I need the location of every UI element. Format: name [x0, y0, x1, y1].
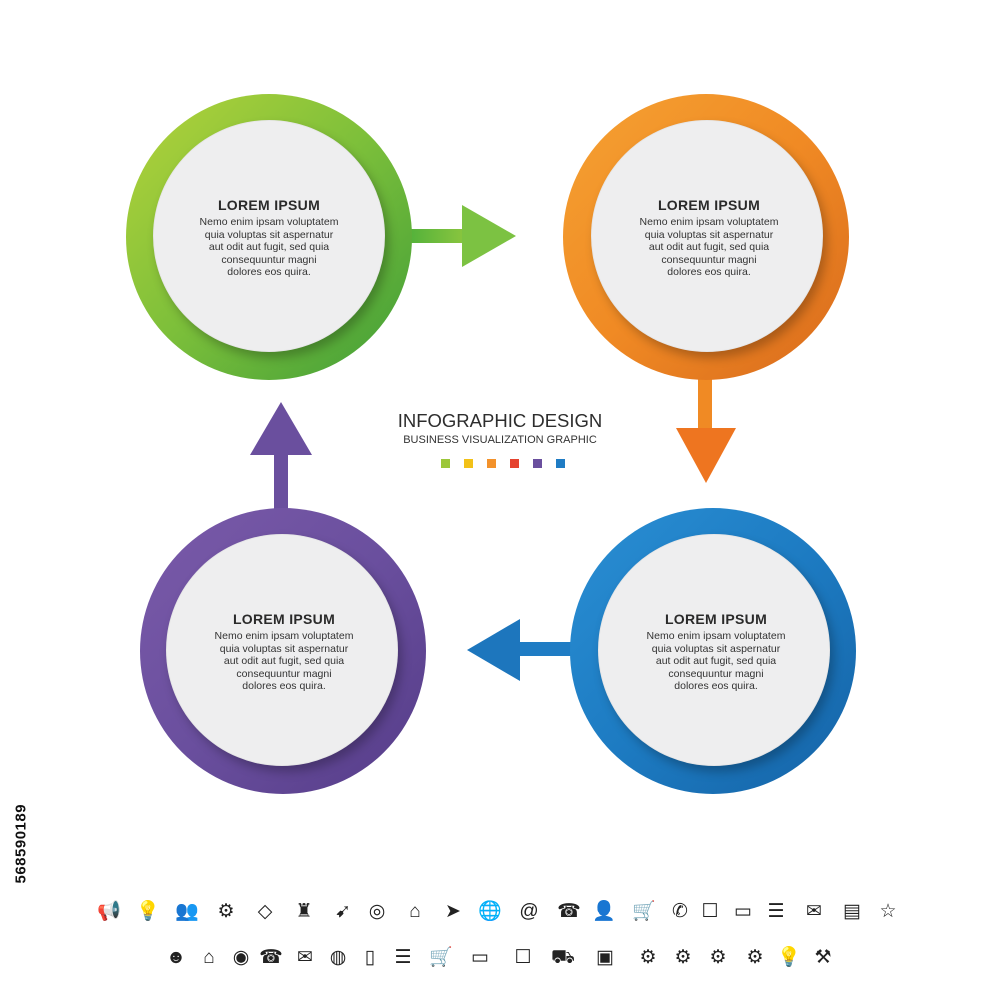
rocket-icon: ➹ [335, 900, 351, 922]
support-24-icon: ✆ [672, 900, 688, 922]
step-description: Nemo enim ipsam voluptatem quia voluptas… [639, 216, 779, 278]
gear-user-icon: ⚙ [746, 946, 764, 968]
lightbulb-icon: 💡 [136, 900, 160, 922]
arrow-left-blue [467, 619, 585, 681]
swatch-purple [533, 459, 542, 468]
step-title: LOREM IPSUM [664, 611, 768, 627]
smartphone-icon: ▯ [364, 946, 376, 968]
cart-icon: 🛒 [632, 900, 656, 922]
home-icon: ⌂ [409, 900, 421, 922]
target-icon: ◎ [368, 900, 386, 922]
basket-icon: 🛒 [429, 946, 453, 968]
document-list-icon: ☰ [394, 946, 412, 968]
step-description: Nemo enim ipsam voluptatem quia voluptas… [199, 216, 339, 278]
wallet-icon: ▭ [734, 900, 752, 922]
gears-icon: ⚙ [217, 900, 235, 922]
gears-solid-icon: ⚙ [709, 946, 727, 968]
arrow-up-purple [250, 402, 312, 520]
hand-box-icon: ▣ [596, 946, 614, 968]
infographic-title: INFOGRAPHIC DESIGN [397, 410, 603, 431]
step-title: LOREM IPSUM [657, 197, 761, 213]
credit-card-icon: ▭ [471, 946, 489, 968]
step-disc [598, 534, 830, 766]
step-description: Nemo enim ipsam voluptatem quia voluptas… [214, 630, 354, 692]
user-icon: 👤 [592, 900, 616, 922]
gear-solid-icon: ⚙ [639, 946, 657, 968]
globe-icon: 🌐 [478, 900, 502, 922]
money-icon: ▤ [843, 900, 861, 922]
open-box-icon: ☐ [514, 946, 532, 968]
swatch-green [441, 459, 450, 468]
idea-gear-icon: 💡 [777, 946, 801, 968]
arrow-right-green [405, 205, 516, 267]
step-title: LOREM IPSUM [217, 197, 321, 213]
truck-icon: ⛟ [551, 946, 575, 968]
team-icon: 👥 [175, 900, 199, 922]
receipt-icon: ☰ [767, 900, 785, 922]
chess-icon: ♜ [295, 900, 313, 922]
swatch-yellow [464, 459, 473, 468]
step-disc [591, 120, 823, 352]
tools-icon: ⚒ [814, 946, 832, 968]
rating-icon: ☆ [879, 900, 897, 922]
step-title: LOREM IPSUM [232, 611, 336, 627]
infographic-subtitle: BUSINESS VISUALIZATION GRAPHIC [403, 434, 597, 446]
at-sign-icon: @ [519, 900, 539, 922]
swatch-blue [556, 459, 565, 468]
gear-circle-icon: ⚙ [674, 946, 692, 968]
diamond-icon: ◇ [257, 900, 273, 922]
phone-solid-icon: ☎ [259, 946, 283, 968]
home-solid-icon: ⌂ [203, 946, 215, 968]
swatch-red [510, 459, 519, 468]
chat-icon: ✉ [806, 900, 822, 922]
swatch-orange [487, 459, 496, 468]
mail-icon: ✉ [297, 946, 313, 968]
step-disc [166, 534, 398, 766]
stock-id: 568590189 [12, 803, 30, 884]
globe-solid-icon: ◍ [329, 946, 347, 968]
location-pin-icon: ◉ [232, 946, 250, 968]
delivery-box-icon: ☐ [701, 900, 719, 922]
user-solid-icon: ☻ [166, 946, 186, 968]
megaphone-icon: 📢 [97, 900, 121, 922]
paper-plane-icon: ➤ [445, 900, 461, 922]
phone-icon: ☎ [557, 900, 581, 922]
step-disc [153, 120, 385, 352]
step-description: Nemo enim ipsam voluptatem quia voluptas… [646, 630, 786, 692]
arrow-down-orange [676, 370, 736, 483]
